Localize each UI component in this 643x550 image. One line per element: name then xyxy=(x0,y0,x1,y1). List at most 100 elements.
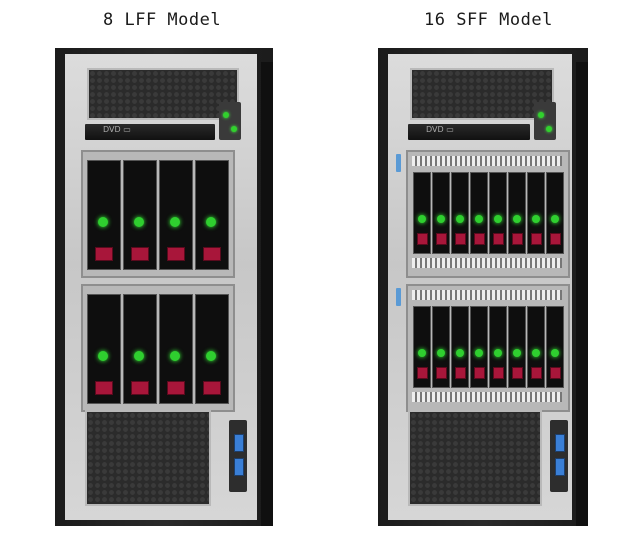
drive-release-tab[interactable] xyxy=(493,367,504,379)
green-status-led-icon xyxy=(494,349,502,357)
green-status-led-icon xyxy=(437,349,445,357)
drive-release-tab[interactable] xyxy=(531,233,542,245)
lff-drive-bay[interactable] xyxy=(159,160,193,270)
lff-drive-bay[interactable] xyxy=(87,160,121,270)
drive-release-tab[interactable] xyxy=(131,381,149,395)
drive-release-tab[interactable] xyxy=(550,367,561,379)
sff-drive-bay[interactable] xyxy=(413,172,431,254)
lower-vent-strip xyxy=(412,258,562,268)
drive-release-tab[interactable] xyxy=(436,233,447,245)
green-status-led-icon xyxy=(532,215,540,223)
usb-port-icon[interactable] xyxy=(555,458,565,476)
drive-release-tab[interactable] xyxy=(474,367,485,379)
sff-drive-bay[interactable] xyxy=(432,306,450,388)
sff-drive-bay[interactable] xyxy=(489,172,507,254)
cage-latch-icon[interactable] xyxy=(396,154,401,172)
lff-drive-bay[interactable] xyxy=(123,160,157,270)
drive-release-tab[interactable] xyxy=(167,247,185,261)
drive-release-tab[interactable] xyxy=(474,233,485,245)
cage-latch-icon[interactable] xyxy=(396,288,401,306)
dvd-logo-icon: DVD ▭ xyxy=(103,125,131,134)
drive-release-tab[interactable] xyxy=(203,381,221,395)
green-status-led-icon xyxy=(437,215,445,223)
green-status-led-icon xyxy=(134,217,144,227)
drive-release-tab[interactable] xyxy=(550,233,561,245)
power-led-icon xyxy=(223,112,229,118)
usb-port-icon[interactable] xyxy=(234,458,244,476)
sff-drive-bay[interactable] xyxy=(546,306,564,388)
top-vent-grille xyxy=(410,68,554,120)
sff-drive-bay[interactable] xyxy=(470,172,488,254)
green-status-led-icon xyxy=(170,351,180,361)
front-bezel: DVD ▭ xyxy=(65,54,257,520)
front-control-panel xyxy=(219,102,241,140)
drive-release-tab[interactable] xyxy=(95,381,113,395)
sff-drive-bay[interactable] xyxy=(489,306,507,388)
lff-drive-bay[interactable] xyxy=(159,294,193,404)
usb-port-icon[interactable] xyxy=(555,434,565,452)
front-io-panel xyxy=(550,420,568,492)
left-model-title: 8 LFF Model xyxy=(103,10,222,30)
green-status-led-icon xyxy=(513,215,521,223)
bottom-vent-grille xyxy=(408,410,542,506)
green-status-led-icon xyxy=(206,217,216,227)
green-status-led-icon xyxy=(551,349,559,357)
green-status-led-icon xyxy=(98,351,108,361)
lff-drive-bay[interactable] xyxy=(195,294,229,404)
right-model-title: 16 SFF Model xyxy=(424,10,553,30)
drive-cage-lower xyxy=(406,284,570,412)
sff-drive-bay[interactable] xyxy=(508,306,526,388)
sff-drive-bay[interactable] xyxy=(451,172,469,254)
top-vent-grille xyxy=(87,68,239,120)
sff-drive-bay[interactable] xyxy=(451,306,469,388)
drive-release-tab[interactable] xyxy=(455,233,466,245)
upper-vent-strip xyxy=(412,290,562,300)
front-control-panel xyxy=(534,102,556,140)
front-io-panel xyxy=(229,420,247,492)
drive-release-tab[interactable] xyxy=(95,247,113,261)
usb-port-icon[interactable] xyxy=(234,434,244,452)
sff-drive-bay[interactable] xyxy=(508,172,526,254)
optical-drive[interactable]: DVD ▭ xyxy=(85,124,215,140)
sff-drive-bay[interactable] xyxy=(527,172,545,254)
sff-drive-bay[interactable] xyxy=(432,172,450,254)
health-led-icon xyxy=(231,126,237,132)
lff-drive-bay[interactable] xyxy=(195,160,229,270)
sff-drive-bay[interactable] xyxy=(527,306,545,388)
sff-drive-bay[interactable] xyxy=(413,306,431,388)
sff-drive-bay[interactable] xyxy=(546,172,564,254)
sff-server-front: DVD ▭ xyxy=(378,48,588,526)
lff-server-front: DVD ▭ xyxy=(55,48,273,526)
green-status-led-icon xyxy=(494,215,502,223)
lff-drive-bay[interactable] xyxy=(87,294,121,404)
sff-drive-bay[interactable] xyxy=(470,306,488,388)
drive-release-tab[interactable] xyxy=(131,247,149,261)
drive-cage-upper xyxy=(81,150,235,278)
drive-release-tab[interactable] xyxy=(203,247,221,261)
front-bezel: DVD ▭ xyxy=(388,54,572,520)
green-status-led-icon xyxy=(475,215,483,223)
optical-drive[interactable]: DVD ▭ xyxy=(408,124,530,140)
green-status-led-icon xyxy=(475,349,483,357)
green-status-led-icon xyxy=(170,217,180,227)
lff-drive-bay[interactable] xyxy=(123,294,157,404)
chassis-side-edge xyxy=(261,62,273,526)
drive-release-tab[interactable] xyxy=(167,381,185,395)
green-status-led-icon xyxy=(418,215,426,223)
drive-cage-lower xyxy=(81,284,235,412)
drive-release-tab[interactable] xyxy=(417,233,428,245)
green-status-led-icon xyxy=(532,349,540,357)
drive-release-tab[interactable] xyxy=(417,367,428,379)
drive-release-tab[interactable] xyxy=(531,367,542,379)
green-status-led-icon xyxy=(513,349,521,357)
drive-release-tab[interactable] xyxy=(512,367,523,379)
lower-vent-strip xyxy=(412,392,562,402)
power-led-icon xyxy=(538,112,544,118)
drive-release-tab[interactable] xyxy=(493,233,504,245)
bottom-vent-grille xyxy=(85,410,211,506)
health-led-icon xyxy=(546,126,552,132)
green-status-led-icon xyxy=(456,349,464,357)
drive-release-tab[interactable] xyxy=(436,367,447,379)
drive-release-tab[interactable] xyxy=(512,233,523,245)
drive-release-tab[interactable] xyxy=(455,367,466,379)
